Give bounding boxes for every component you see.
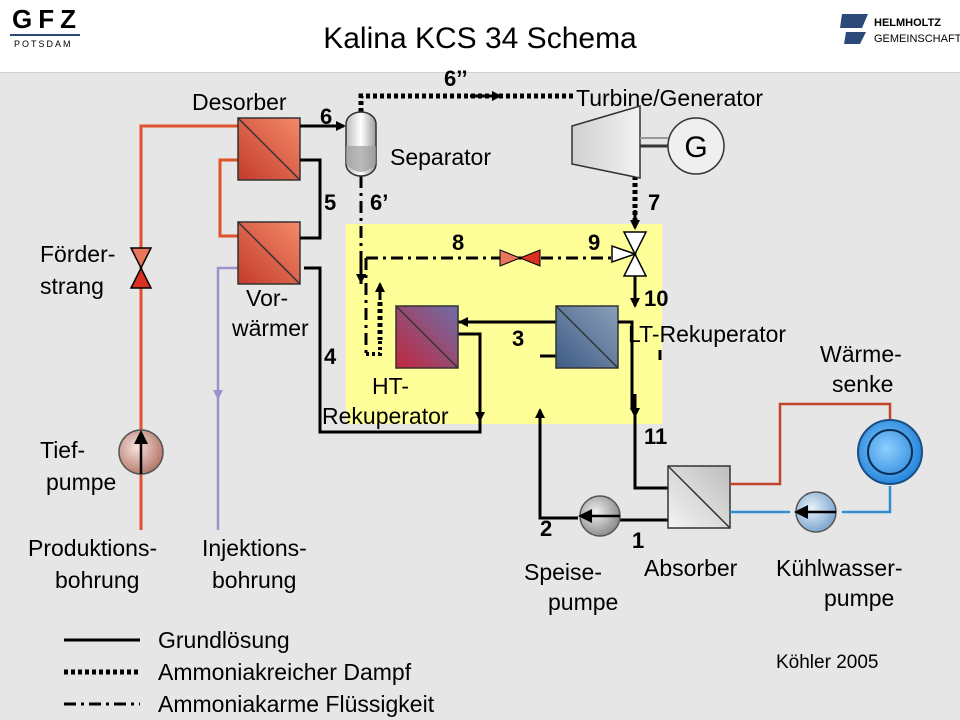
label-ht-rekuperator-2: Rekuperator xyxy=(322,403,449,429)
label-produktion-2: bohrung xyxy=(55,567,139,593)
tiefpumpe-icon xyxy=(118,429,164,475)
stream-number: 4 xyxy=(324,344,337,369)
stream-numbers: 1 2 3 4 5 6 6’ 6’’ 7 8 9 10 11 xyxy=(320,66,668,553)
gfz-logo: GFZ POTSDAM xyxy=(10,4,82,49)
injection-line xyxy=(213,266,238,400)
label-tiefpumpe-1: Tief- xyxy=(40,437,85,463)
label-lt-rekuperator: LT-Rekuperator xyxy=(628,321,786,347)
kuehlwasserpumpe-icon xyxy=(794,491,837,533)
cooling-water-lines xyxy=(730,486,892,514)
legend-label: Ammoniakarme Flüssigkeit xyxy=(158,691,435,717)
gfz-logo-text: GFZ xyxy=(12,4,82,34)
label-vorwaermer-1: Vor- xyxy=(246,285,288,311)
gfz-logo-subtext: POTSDAM xyxy=(14,39,73,49)
label-injektion-2: bohrung xyxy=(212,567,296,593)
foerderstrang-valve-icon xyxy=(129,247,153,289)
desorber-hx-icon xyxy=(237,117,301,181)
absorber-icon xyxy=(667,465,731,529)
label-ht-rekuperator-1: HT- xyxy=(372,373,409,399)
stream-number: 8 xyxy=(452,230,464,255)
stream-number: 11 xyxy=(644,424,667,449)
stream-number: 7 xyxy=(648,190,660,215)
lt-rekuperator-icon xyxy=(555,305,619,369)
label-absorber: Absorber xyxy=(644,555,738,581)
component-labels: Desorber Separator Turbine/Generator Vor… xyxy=(28,85,903,615)
stream-number: 3 xyxy=(512,326,524,351)
stream-number: 10 xyxy=(644,286,668,311)
stream-number: 1 xyxy=(632,528,644,553)
page-title: Kalina KCS 34 Schema xyxy=(323,22,637,55)
legend-label: Grundlösung xyxy=(158,627,290,653)
label-tiefpumpe-2: pumpe xyxy=(46,469,116,495)
legend-label: Ammoniakreicher Dampf xyxy=(158,659,412,685)
label-waermesenke-1: Wärme- xyxy=(820,341,902,367)
generator-icon: G xyxy=(667,117,725,175)
mixing-valve-icon xyxy=(611,231,648,277)
separator-icon xyxy=(345,111,377,177)
stream-number: 2 xyxy=(540,516,552,541)
waermesenke-icon xyxy=(857,419,923,485)
stream-number: 6’’ xyxy=(444,66,468,91)
helmholtz-logo-mark xyxy=(840,14,868,28)
label-separator: Separator xyxy=(390,144,491,170)
header-bar xyxy=(0,0,960,73)
ht-rekuperator-icon xyxy=(395,305,459,369)
stream-number: 9 xyxy=(588,230,600,255)
legend: Grundlösung Ammoniakreicher Dampf Ammoni… xyxy=(64,627,435,717)
stream-number: 6’ xyxy=(370,190,388,215)
label-foerderstrang-1: Förder- xyxy=(40,241,115,267)
label-injektion-1: Injektions- xyxy=(202,535,307,561)
generator-label: G xyxy=(684,131,707,164)
liquid-valve-icon xyxy=(499,249,541,267)
label-waermesenke-2: senke xyxy=(832,371,893,397)
helmholtz-logo-line1: HELMHOLTZ xyxy=(874,17,941,29)
label-turbine: Turbine/Generator xyxy=(576,85,763,111)
production-line xyxy=(139,124,238,530)
liquid-lines xyxy=(359,176,612,356)
sink-lines xyxy=(730,402,892,486)
label-vorwaermer-2: wärmer xyxy=(231,315,309,341)
label-produktion-1: Produktions- xyxy=(28,535,157,561)
speisepumpe-icon xyxy=(578,495,621,537)
stream-number: 5 xyxy=(324,190,336,215)
label-speisepumpe-1: Speise- xyxy=(524,559,602,585)
helmholtz-logo-line2: GEMEINSCHAFT xyxy=(874,33,960,45)
label-foerderstrang-2: strang xyxy=(40,273,104,299)
turbine-icon xyxy=(571,104,668,179)
label-kuehlwasserpumpe-2: pumpe xyxy=(824,585,894,611)
helmholtz-logo: HELMHOLTZ GEMEINSCHAFT xyxy=(840,14,960,45)
label-desorber: Desorber xyxy=(192,89,287,115)
label-kuehlwasserpumpe-1: Kühlwasser- xyxy=(776,555,903,581)
label-speisepumpe-2: pumpe xyxy=(548,589,618,615)
citation: Köhler 2005 xyxy=(776,652,878,673)
vorwaermer-hx-icon xyxy=(237,221,301,285)
stream-number: 6 xyxy=(320,104,332,129)
